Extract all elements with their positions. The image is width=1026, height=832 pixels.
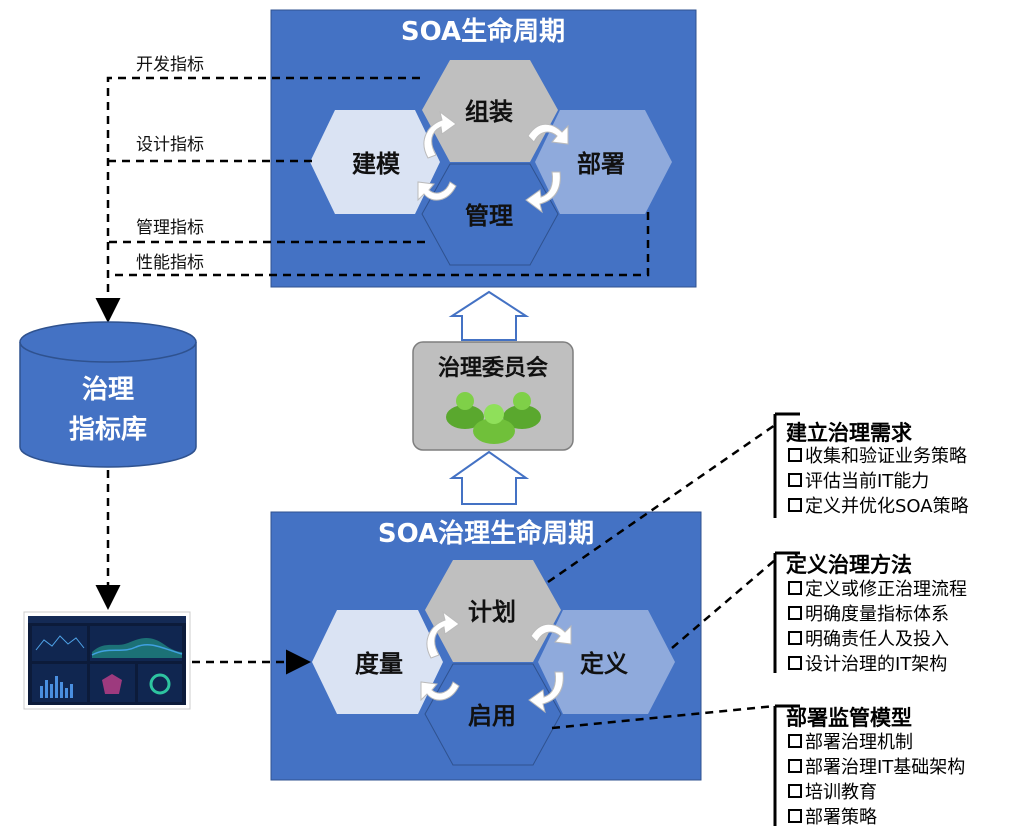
database-label-line1: 治理	[82, 375, 134, 405]
requirement-groups: 建立治理需求 收集和验证业务策略 评估当前IT能力 定义并优化SOA策略 定义治…	[773, 412, 969, 828]
group-item: 明确责任人及投入	[805, 629, 949, 650]
group-item: 收集和验证业务策略	[805, 446, 967, 467]
bottom-lifecycle-panel: SOA治理生命周期 计划 度量 定义 启用	[270, 511, 702, 781]
hex-label-manage: 管理	[465, 202, 513, 230]
cycle-arrow-icon	[417, 110, 569, 214]
group-item: 培训教育	[805, 782, 877, 803]
group-item: 评估当前IT能力	[805, 471, 929, 492]
people-group-icon	[446, 392, 541, 444]
group-item: 定义并优化SOA策略	[805, 496, 969, 517]
hex-right-top	[535, 110, 672, 214]
metric-label-performance: 性能指标	[136, 253, 204, 273]
group-item: 部署治理机制	[805, 732, 913, 753]
hex-label-model: 建模	[352, 150, 401, 178]
hex-label-assemble: 组装	[465, 98, 513, 126]
hex-bottom-top	[421, 163, 559, 266]
group-title-deploy: 部署监管模型	[786, 706, 912, 730]
top-panel-title: SOA生命周期	[401, 16, 565, 47]
group-item: 设计治理的IT架构	[805, 654, 947, 675]
group-item: 部署治理IT基础架构	[805, 757, 965, 778]
group-item: 定义或修正治理流程	[805, 579, 967, 600]
top-lifecycle-panel: SOA生命周期 组装 建模 部署 管理	[270, 9, 697, 288]
group-item: 部署策略	[805, 807, 877, 828]
hex-left-bottom	[312, 610, 443, 714]
committee-label: 治理委员会	[438, 355, 548, 381]
hex-left-top	[310, 110, 440, 214]
up-arrow-lower	[448, 450, 530, 505]
checkbox-icon	[788, 734, 802, 823]
group-connectors	[547, 423, 776, 730]
hex-label-deploy: 部署	[577, 150, 625, 178]
hex-label-measure: 度量	[355, 650, 403, 678]
hex-label-enable: 启用	[468, 702, 516, 730]
dashboard-thumbnail	[23, 611, 191, 710]
metric-label-dev: 开发指标	[136, 55, 204, 75]
hex-label-define: 定义	[580, 650, 628, 678]
hex-bottom-bottom	[424, 663, 562, 766]
database-label-line2: 指标库	[69, 415, 147, 445]
governance-committee: 治理委员会	[412, 341, 574, 451]
bottom-panel-title: SOA治理生命周期	[378, 518, 594, 549]
hex-top-bottom	[425, 560, 561, 662]
checkbox-icon	[788, 448, 802, 512]
metric-label-design: 设计指标	[136, 135, 204, 155]
metrics-database: 治理 指标库	[19, 321, 197, 468]
hex-top-top	[422, 60, 558, 162]
group-title-method: 定义治理方法	[786, 553, 912, 577]
group-title-requirements: 建立治理需求	[786, 421, 912, 445]
up-arrow-upper	[448, 290, 530, 341]
cycle-arrow-icon	[420, 610, 572, 714]
metrics-connectors	[95, 76, 650, 323]
group-item: 明确度量指标体系	[805, 604, 949, 625]
hex-label-plan: 计划	[468, 598, 516, 626]
metric-label-manage: 管理指标	[136, 218, 204, 238]
hex-right-bottom	[538, 610, 675, 714]
checkbox-icon	[788, 581, 802, 670]
